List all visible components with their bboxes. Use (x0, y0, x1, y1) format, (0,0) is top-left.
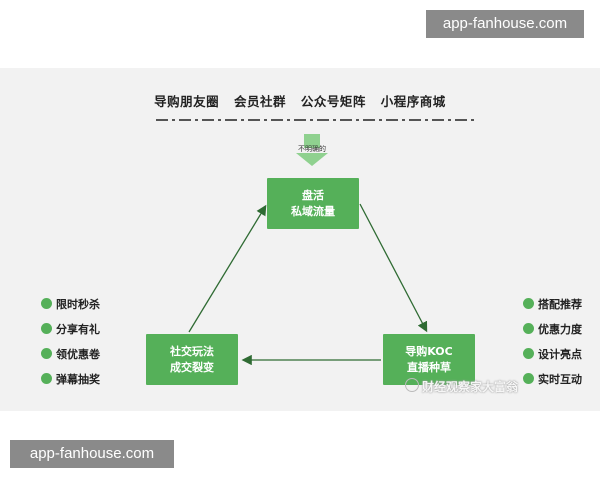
author-name: 财经观察家大富翁 (422, 380, 519, 394)
node-line: 直播种草 (407, 360, 451, 374)
bullet-dot-icon (523, 298, 534, 309)
diagram-panel (0, 68, 600, 411)
list-item: 分享有礼 (41, 316, 100, 341)
node-line: 社交玩法 (170, 344, 214, 358)
bullet-dot-icon (41, 323, 52, 334)
author-avatar-icon (405, 378, 419, 392)
arrow-top-to-right (359, 203, 428, 333)
list-item: 领优惠卷 (41, 341, 100, 366)
channel-item: 公众号矩阵 (300, 94, 366, 109)
dashed-divider (156, 119, 478, 121)
list-item: 优惠力度 (523, 316, 582, 341)
left-tactics-list: 限时秒杀 分享有礼 领优惠卷 弹幕抽奖 (41, 291, 100, 391)
arrow-left-to-top (188, 204, 267, 333)
bullet-dot-icon (41, 298, 52, 309)
node-line: 成交裂变 (170, 360, 214, 374)
bullet-dot-icon (523, 373, 534, 384)
channel-item: 导购朋友圈 (154, 94, 220, 109)
list-item: 设计亮点 (523, 341, 582, 366)
bullet-dot-icon (523, 348, 534, 359)
input-arrow-shaft (304, 134, 320, 148)
input-arrow-head (296, 153, 328, 166)
bullet-dot-icon (523, 323, 534, 334)
node-line: 导购KOC (405, 344, 453, 358)
watermark-bottom: app-fanhouse.com (10, 440, 174, 468)
node-social-fission: 社交玩法 成交裂变 (146, 334, 238, 385)
list-item: 实时互动 (523, 366, 582, 391)
node-private-traffic: 盘活 私域流量 (267, 178, 359, 229)
node-koc-livestream: 导购KOC 直播种草 (383, 334, 475, 385)
node-line: 私域流量 (291, 204, 335, 218)
list-item: 限时秒杀 (41, 291, 100, 316)
bullet-dot-icon (41, 373, 52, 384)
channel-list: 导购朋友圈 会员社群 公众号矩阵 小程序商城 (0, 91, 600, 110)
node-line: 盘活 (302, 188, 324, 202)
bullet-dot-icon (41, 348, 52, 359)
input-label: 不明确的 (298, 145, 326, 153)
right-tactics-list: 搭配推荐 优惠力度 设计亮点 实时互动 (523, 291, 582, 391)
channel-item: 会员社群 (234, 94, 287, 109)
author-credit: 财经观察家大富翁 (405, 378, 518, 395)
watermark-top: app-fanhouse.com (426, 10, 584, 38)
list-item: 弹幕抽奖 (41, 366, 100, 391)
list-item: 搭配推荐 (523, 291, 582, 316)
channel-item: 小程序商城 (380, 94, 446, 109)
